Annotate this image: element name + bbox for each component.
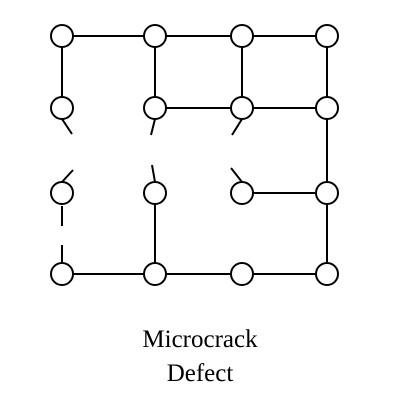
lattice-node [230, 262, 254, 286]
broken-bond-stub [61, 169, 74, 183]
lattice-node [143, 262, 167, 286]
lattice-node [315, 96, 339, 120]
lattice-node [315, 24, 339, 48]
lattice-node [230, 24, 254, 48]
lattice-node [143, 24, 167, 48]
lattice-node [50, 96, 74, 120]
lattice-node [315, 181, 339, 205]
caption-line-defect: Defect [166, 360, 234, 387]
broken-bond-stub [151, 164, 156, 183]
lattice-node [230, 96, 254, 120]
broken-bond-stub [150, 118, 156, 136]
lattice-node [50, 24, 74, 48]
broken-bond-stub [61, 118, 73, 135]
lattice-node [143, 96, 167, 120]
lattice-node [143, 181, 167, 205]
lattice-bonds [61, 35, 328, 275]
lattice-node [315, 262, 339, 286]
caption-line-microcrack: Microcrack [142, 326, 258, 353]
lattice-node [230, 181, 254, 205]
lattice-node [50, 262, 74, 286]
broken-bond-stub [230, 167, 243, 183]
broken-bond-stub [231, 118, 243, 136]
lattice-nodes [50, 24, 339, 286]
lattice-node [50, 181, 74, 205]
broken-bond-stubs [61, 118, 243, 263]
